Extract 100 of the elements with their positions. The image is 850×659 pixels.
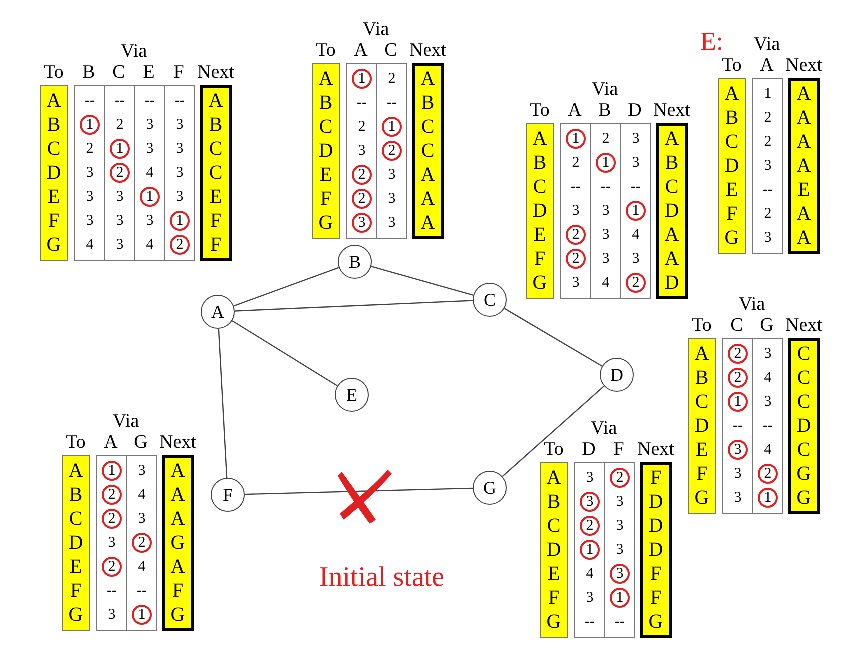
- column-header: A: [104, 432, 118, 452]
- destination-label: C: [695, 392, 709, 412]
- column-group-header: Via: [754, 34, 780, 54]
- column-header: To: [692, 316, 712, 334]
- hop-count: 3: [86, 166, 94, 180]
- column-group-header: Via: [112, 412, 140, 430]
- next-hop-label: A: [170, 485, 186, 505]
- column-header: A: [568, 100, 582, 120]
- destination-label: A: [694, 344, 710, 364]
- next-hop-label: D: [648, 540, 664, 560]
- destination-label: E: [726, 180, 738, 200]
- hop-count: 4: [764, 370, 772, 386]
- destination-label: F: [548, 588, 560, 608]
- link-line: [371, 266, 474, 296]
- next-hop-label: C: [209, 163, 223, 183]
- circled-hop-count: 1: [596, 153, 616, 173]
- link-line: [218, 328, 228, 478]
- destination-label: G: [694, 488, 710, 508]
- destination-label: D: [532, 201, 548, 221]
- hop-count: 3: [616, 542, 624, 558]
- hop-count: --: [357, 96, 367, 110]
- hop-count: 3: [616, 494, 624, 510]
- next-hop-label: A: [170, 557, 186, 577]
- hop-count: 3: [86, 190, 94, 204]
- destination-label: G: [724, 228, 740, 248]
- hop-count: 3: [764, 158, 772, 174]
- destination-label: C: [47, 139, 61, 159]
- column-header: Next: [638, 440, 674, 458]
- router-node: B: [338, 245, 372, 279]
- hop-count: --: [733, 418, 743, 434]
- next-hop-label: A: [796, 108, 812, 128]
- column-header: Next: [786, 316, 822, 334]
- circled-hop-count: 3: [352, 213, 372, 233]
- hop-count: 3: [632, 132, 640, 146]
- column-header: F: [614, 440, 624, 458]
- hop-count: 2: [358, 120, 366, 134]
- hop-count: 3: [138, 464, 146, 478]
- destination-label: E: [696, 440, 708, 460]
- column-header: Next: [410, 40, 446, 60]
- hop-count: 3: [108, 536, 116, 550]
- destination-label: A: [532, 129, 548, 149]
- hop-count: --: [115, 94, 125, 108]
- destination-label: C: [725, 132, 739, 152]
- column-header: To: [530, 100, 550, 120]
- destination-label: B: [695, 368, 709, 388]
- hop-count: 4: [632, 228, 640, 242]
- destination-label: F: [534, 249, 546, 269]
- circled-hop-count: 2: [382, 141, 402, 161]
- next-hop-label: G: [648, 612, 664, 632]
- router-node: E: [335, 378, 369, 412]
- circled-hop-count: 1: [102, 461, 122, 481]
- next-hop-label: D: [664, 273, 680, 293]
- circled-hop-count: 2: [132, 533, 152, 553]
- next-hop-label: C: [421, 141, 435, 161]
- next-hop-label: A: [664, 249, 680, 269]
- hop-count: --: [763, 182, 773, 198]
- column-header: C: [730, 316, 744, 334]
- circled-hop-count: 1: [728, 392, 748, 412]
- next-hop-label: C: [797, 440, 811, 460]
- column-header: F: [174, 62, 184, 82]
- circled-hop-count: 2: [110, 163, 130, 183]
- router-node: C: [473, 283, 507, 317]
- next-hop-label: C: [797, 344, 811, 364]
- circled-hop-count: 2: [566, 225, 586, 245]
- circled-hop-count: 2: [352, 165, 372, 185]
- destination-label: F: [48, 211, 60, 231]
- destination-label: A: [68, 461, 84, 481]
- destination-label: B: [725, 108, 739, 128]
- next-hop-label: A: [420, 189, 436, 209]
- caption: Initial state: [319, 564, 445, 592]
- column-group-header: Via: [592, 80, 618, 98]
- hop-count: 3: [734, 466, 742, 482]
- hop-count: 3: [108, 608, 116, 622]
- next-hop-label: F: [210, 235, 222, 255]
- next-hop-label: A: [664, 225, 680, 245]
- hop-count: 3: [602, 204, 610, 218]
- circled-hop-count: 2: [170, 235, 190, 255]
- destination-label: B: [533, 153, 547, 173]
- destination-label: F: [70, 581, 82, 601]
- next-hop-label: A: [664, 129, 680, 149]
- link-line: [502, 386, 605, 478]
- hop-count: 2: [764, 134, 772, 150]
- next-hop-label: B: [209, 115, 223, 135]
- column-header: A: [354, 40, 368, 60]
- circled-hop-count: 2: [580, 516, 600, 536]
- hop-count: 3: [388, 192, 396, 206]
- circled-hop-count: 2: [626, 273, 646, 293]
- destination-label: C: [547, 516, 561, 536]
- hop-count: 4: [586, 566, 594, 582]
- column-header: To: [722, 56, 742, 74]
- next-hop-label: A: [170, 461, 186, 481]
- column-header: E: [143, 62, 155, 82]
- hop-count: 4: [764, 442, 772, 458]
- hop-count: 3: [764, 346, 772, 362]
- hop-count: 3: [138, 512, 146, 526]
- hop-count: 3: [116, 190, 124, 204]
- destination-label: G: [532, 273, 548, 293]
- next-hop-label: E: [210, 187, 222, 207]
- circled-hop-count: 3: [610, 564, 630, 584]
- destination-label: B: [69, 485, 83, 505]
